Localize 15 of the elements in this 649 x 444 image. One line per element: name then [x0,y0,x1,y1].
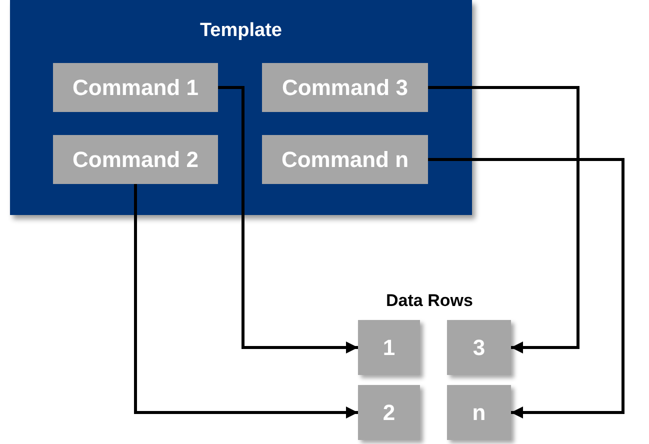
command-box: Command 2 [53,135,218,184]
command-box: Command n [262,135,428,184]
panel-title: Template [198,20,283,42]
data-row-box: n [447,385,511,440]
connector-arrow [218,86,358,354]
command-box: Command 3 [262,63,428,112]
connector-arrow [134,184,358,418]
command-box: Command 1 [53,63,218,112]
data-row-box: 3 [447,320,511,375]
template-panel [10,0,472,215]
group-label: Data Rows [386,291,473,311]
data-row-box: 2 [358,385,420,440]
connector-arrow [428,86,580,354]
data-row-box: 1 [358,320,420,375]
connector-arrow [428,158,624,418]
